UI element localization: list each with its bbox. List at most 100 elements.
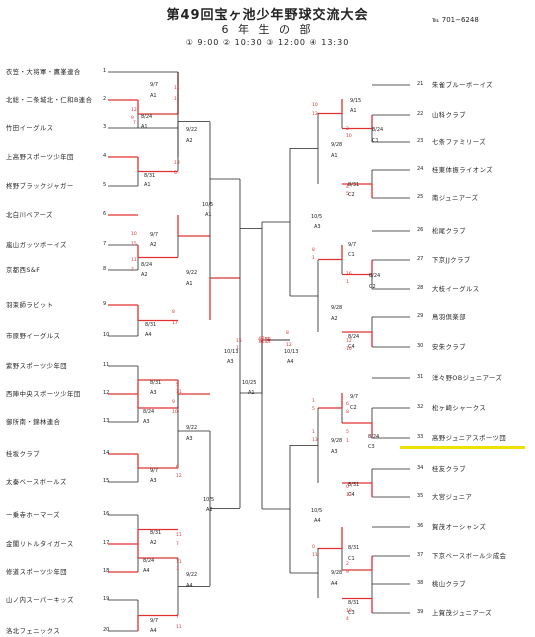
team-name: 西陣中央スポーツ少年団: [6, 391, 81, 398]
match-label-l-r1-g2: A3: [150, 390, 157, 396]
highlight-marker: [400, 446, 525, 449]
team-number: 7: [103, 241, 107, 247]
match-label-final-date: 10/25: [242, 380, 257, 386]
match-label-l-r1-f: 8/31: [145, 322, 157, 328]
match-label-l-r1-j2: A2: [150, 540, 157, 546]
match-label-l-r2-a2: A2: [186, 138, 193, 144]
match-label-r-r2-c: 9/28: [331, 438, 343, 444]
team-name: 桃山クラブ: [432, 581, 466, 588]
match-label-r-r2-d2: A4: [331, 581, 338, 587]
team-number: 21: [417, 81, 424, 87]
score-digit: 7: [131, 268, 134, 273]
team-number: 25: [417, 194, 424, 200]
team-number: 8: [103, 266, 107, 272]
team-number: 31: [417, 374, 424, 380]
score-digit: 8: [286, 331, 289, 336]
match-label-l-r3-a: 10/5: [202, 202, 214, 208]
team-name: 洋々野OBジュニアーズ: [432, 375, 503, 382]
team-number: 35: [417, 493, 424, 499]
score-digit: 12: [131, 108, 137, 113]
score-digit: 12: [286, 343, 292, 348]
score-digit: 1: [346, 280, 349, 285]
match-label-l-r1-i: 9/7: [150, 468, 159, 474]
team-number: 34: [417, 465, 424, 471]
team-number: 36: [417, 523, 424, 529]
match-label-r-r3-a: 10/5: [311, 214, 323, 220]
game-times: ① 9:00 ② 10:30 ③ 12:00 ④ 13:30: [185, 38, 350, 47]
score-digit: 9: [346, 570, 349, 575]
score-digit: 9: [131, 116, 134, 121]
score-digit: 1: [312, 430, 315, 435]
team-number: 1: [103, 68, 107, 74]
match-label-r-r1-b2: C1: [372, 138, 379, 144]
match-label-r-r2-a2: A1: [331, 153, 338, 159]
team-name: 七条ファミリーズ: [432, 139, 487, 146]
score-digit: 12: [346, 339, 352, 344]
match-label-r-r2-b2: A2: [331, 316, 338, 322]
score-digit: 11: [131, 258, 137, 263]
team-number: 13: [103, 418, 110, 424]
team-number: 4: [103, 153, 107, 159]
score-digit: 15: [131, 242, 137, 247]
match-label-l-r1-l2: A4: [150, 628, 157, 634]
match-label-l-sf2: A3: [227, 359, 234, 365]
match-label-l-r1-b: 8/24: [141, 114, 153, 120]
match-label-l-r1-g: 8/31: [150, 380, 162, 386]
score-digit: 1: [236, 346, 239, 351]
team-name: 鳥羽倶楽部: [432, 314, 466, 321]
team-name: 北白川ベアーズ: [6, 212, 53, 219]
score-digit: 6: [346, 402, 349, 407]
phone-number: ℡ 701−6248: [432, 16, 479, 24]
team-name: 桂東体振ライオンズ: [432, 167, 494, 174]
score-digit: 17: [172, 321, 178, 326]
score-digit: 10: [131, 232, 137, 237]
team-number: 22: [417, 111, 424, 117]
match-label-r-r3-b2: A4: [314, 518, 321, 524]
match-label-r-r1-k: 8/31: [348, 600, 360, 606]
score-digit: 1: [346, 439, 349, 444]
team-name: 修道スポーツ少年団: [6, 569, 68, 576]
match-label-l-r3-b2: A2: [206, 507, 213, 513]
team-number: 11: [103, 362, 110, 368]
team-number: 17: [103, 540, 110, 546]
team-name: 御所南・錦林連合: [6, 419, 61, 426]
match-label-l-r1-d: 9/7: [150, 232, 159, 238]
match-label-r-r1-i: 8/31: [348, 482, 360, 488]
match-label-l-r1-h: 8/24: [143, 409, 155, 415]
team-number: 29: [417, 313, 424, 319]
match-label-r-r1-g2: C2: [350, 405, 357, 411]
score-digit: 15: [236, 339, 242, 344]
score-digit: 4: [346, 617, 349, 622]
match-label-l-r1-h2: A3: [143, 419, 150, 425]
score-digit: 10: [346, 134, 352, 139]
match-label-r-r1-d: 9/7: [348, 242, 357, 248]
page-title: 第49回宝ヶ池少年野球交流大会: [166, 8, 369, 23]
match-label-l-r1-e2: A2: [141, 272, 148, 278]
match-label-r-r3-b: 10/5: [311, 508, 323, 514]
score-digit: 3: [176, 567, 179, 572]
team-number: 27: [417, 256, 424, 262]
team-number: 12: [103, 390, 110, 396]
page-subtitle: 6 年 生 の 部: [221, 23, 314, 36]
match-label-l-r3-a2: A1: [205, 212, 212, 218]
match-label-l-r1-i2: A3: [150, 478, 157, 484]
match-label-l-r1-f2: A4: [145, 332, 152, 338]
score-digit: 0: [346, 485, 349, 490]
score-digit: 1: [174, 97, 177, 102]
score-digit: 5: [346, 430, 349, 435]
team-number: 28: [417, 285, 424, 291]
match-label-r-r1-k2: C3: [348, 610, 355, 616]
match-label-l-r1-a: 9/7: [150, 82, 159, 88]
team-name: 山ノ内スーパーキッズ: [6, 597, 74, 604]
team-number: 23: [417, 138, 424, 144]
score-digit: 11: [176, 560, 182, 565]
match-label-r-r1-a: 9/15: [350, 98, 362, 104]
team-number: 20: [103, 627, 110, 633]
score-digit: 8: [346, 410, 349, 415]
match-label-l-r2-d: 9/22: [186, 572, 198, 578]
score-digit: 10: [346, 347, 352, 352]
team-name: 大枝イーグルス: [432, 286, 480, 293]
team-name: 安朱クラブ: [432, 344, 466, 351]
team-number: 5: [103, 182, 107, 188]
